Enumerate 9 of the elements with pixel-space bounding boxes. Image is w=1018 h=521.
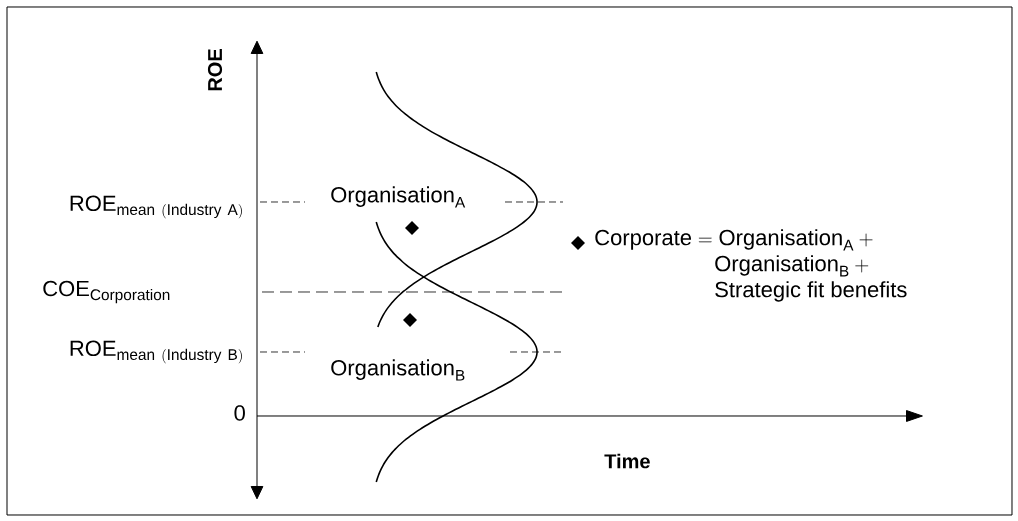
curve-formula: $\mathrm{Organisation}_{\mathrm{B}}$ <box>331 359 465 381</box>
reference-formula: $\mathrm{ROE}_{\mathrm{mean\ (Industry\ A)}}$ <box>70 195 242 219</box>
reference-formula: $\mathrm{ROE}_{\mathrm{mean\ (Industry\ B)}}$ <box>70 340 242 364</box>
tick-label: 0 <box>234 405 245 421</box>
axis-title: ROE <box>207 49 223 91</box>
legend-text: $\mathrm{Corporate} = \mathrm{Organisation}_{\mathrm{A}} + \mathrm{Organisation}_{\mathrm{B}} + \mathrm{Strategic\ fit\ benefits}$ <box>595 229 907 302</box>
reference-formula: $\mathrm{COE}_{\mathrm{Corporation}}$ <box>43 280 170 304</box>
curve-formula: $\mathrm{Organisation}_{\mathrm{A}}$ <box>331 186 466 208</box>
axis-title: Time <box>604 453 650 469</box>
